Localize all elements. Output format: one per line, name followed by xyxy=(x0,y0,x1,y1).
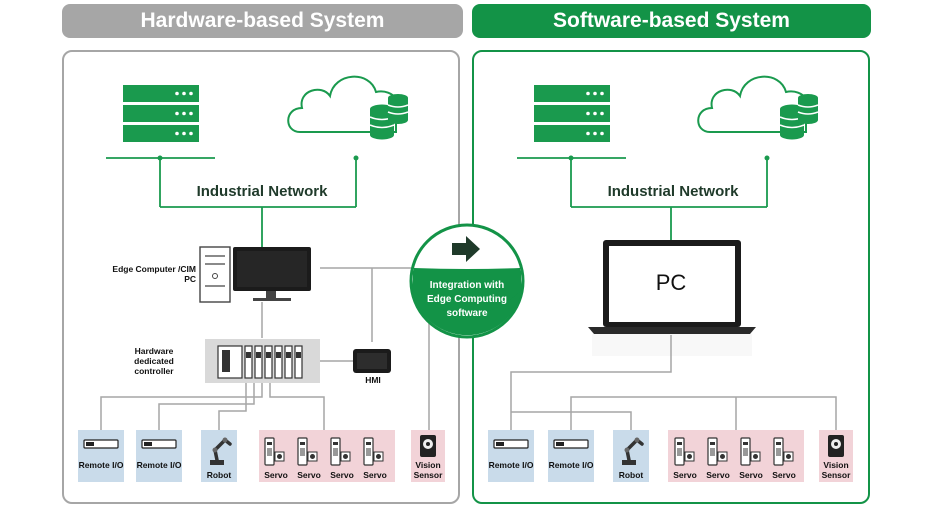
sw-device-label: Servo xyxy=(706,470,730,480)
hw-device-label: Vision Sensor xyxy=(413,460,443,480)
hmi-label: HMI xyxy=(365,375,381,385)
hw-remote-io-1-icon xyxy=(77,429,125,483)
sw-device-label: Remote I/O xyxy=(548,460,594,470)
sw-device-label: Vision Sensor xyxy=(821,460,851,480)
sw-device-label: Robot xyxy=(618,470,644,480)
sw-network-label: Industrial Network xyxy=(607,183,739,200)
hw-device-label: Remote I/O xyxy=(78,460,124,470)
hw-cloud-icon xyxy=(287,75,409,141)
hardware-system-header: Hardware-based System xyxy=(62,4,463,38)
hw-server-icon xyxy=(123,85,199,142)
pc-label: PC xyxy=(655,270,687,295)
controller-label: Hardware dedicated controller xyxy=(134,346,174,376)
sw-server-icon xyxy=(534,85,610,142)
sw-device-label: Remote I/O xyxy=(488,460,534,470)
hw-device-label: Robot xyxy=(206,470,232,480)
integration-badge-text: Integration with Edge Computing software xyxy=(427,280,507,319)
arrow-right-icon xyxy=(452,236,480,262)
hw-remote-io-2-icon xyxy=(135,429,183,483)
integration-badge xyxy=(409,223,525,339)
sw-remote-io-2-icon xyxy=(547,429,595,483)
hw-device-label: Servo xyxy=(297,470,321,480)
hardware-controller-icon xyxy=(205,339,320,383)
hw-device-label: Servo xyxy=(264,470,288,480)
edge-computer-label: Edge Computer /CIM PC xyxy=(112,264,196,284)
hw-network-lines xyxy=(159,158,357,247)
pc-laptop-icon xyxy=(588,240,756,356)
sw-device-label: Servo xyxy=(673,470,697,480)
hw-device-label: Remote I/O xyxy=(136,460,182,470)
sw-cloud-icon xyxy=(697,75,819,141)
sw-device-label: Servo xyxy=(772,470,796,480)
sw-device-lines xyxy=(510,335,837,430)
hw-device-label: Servo xyxy=(330,470,354,480)
sw-remote-io-1-icon xyxy=(487,429,535,483)
hw-device-label: Servo xyxy=(363,470,387,480)
hmi-icon xyxy=(353,349,391,373)
sw-network-lines xyxy=(570,158,768,240)
hw-network-label: Industrial Network xyxy=(196,183,328,200)
software-system-header: Software-based System xyxy=(472,4,871,38)
edge-computer-icon xyxy=(199,246,311,303)
sw-device-label: Servo xyxy=(739,470,763,480)
